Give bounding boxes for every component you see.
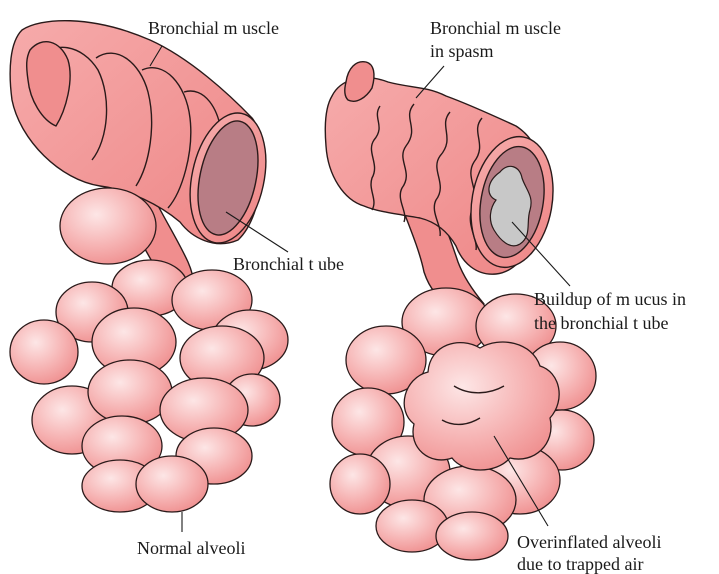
alveolus xyxy=(10,320,78,384)
alveolus xyxy=(330,454,390,514)
alveolus xyxy=(436,512,508,560)
alveolus xyxy=(60,188,156,264)
label-muscle-spasm-line1: Bronchial m uscle xyxy=(430,18,561,38)
label-bronchial-muscle: Bronchial m uscle xyxy=(148,18,279,38)
overinflated-alveolus-large xyxy=(404,342,559,470)
asthmatic-airway xyxy=(325,62,563,304)
label-mucus-line2: the bronchial t ube xyxy=(534,313,668,333)
alveolus xyxy=(376,500,448,552)
normal-alveoli-cluster xyxy=(10,188,288,512)
label-normal-alveoli: Normal alveoli xyxy=(137,538,245,558)
alveolus xyxy=(88,360,172,424)
label-mucus-line1: Buildup of m ucus in xyxy=(534,289,686,309)
label-overinflated-line2: due to trapped air xyxy=(517,554,643,574)
label-muscle-spasm-line2: in spasm xyxy=(430,41,494,61)
label-overinflated-line1: Overinflated alveoli xyxy=(517,532,661,552)
alveolus xyxy=(136,456,208,512)
label-bronchial-tube: Bronchial t ube xyxy=(233,254,344,274)
